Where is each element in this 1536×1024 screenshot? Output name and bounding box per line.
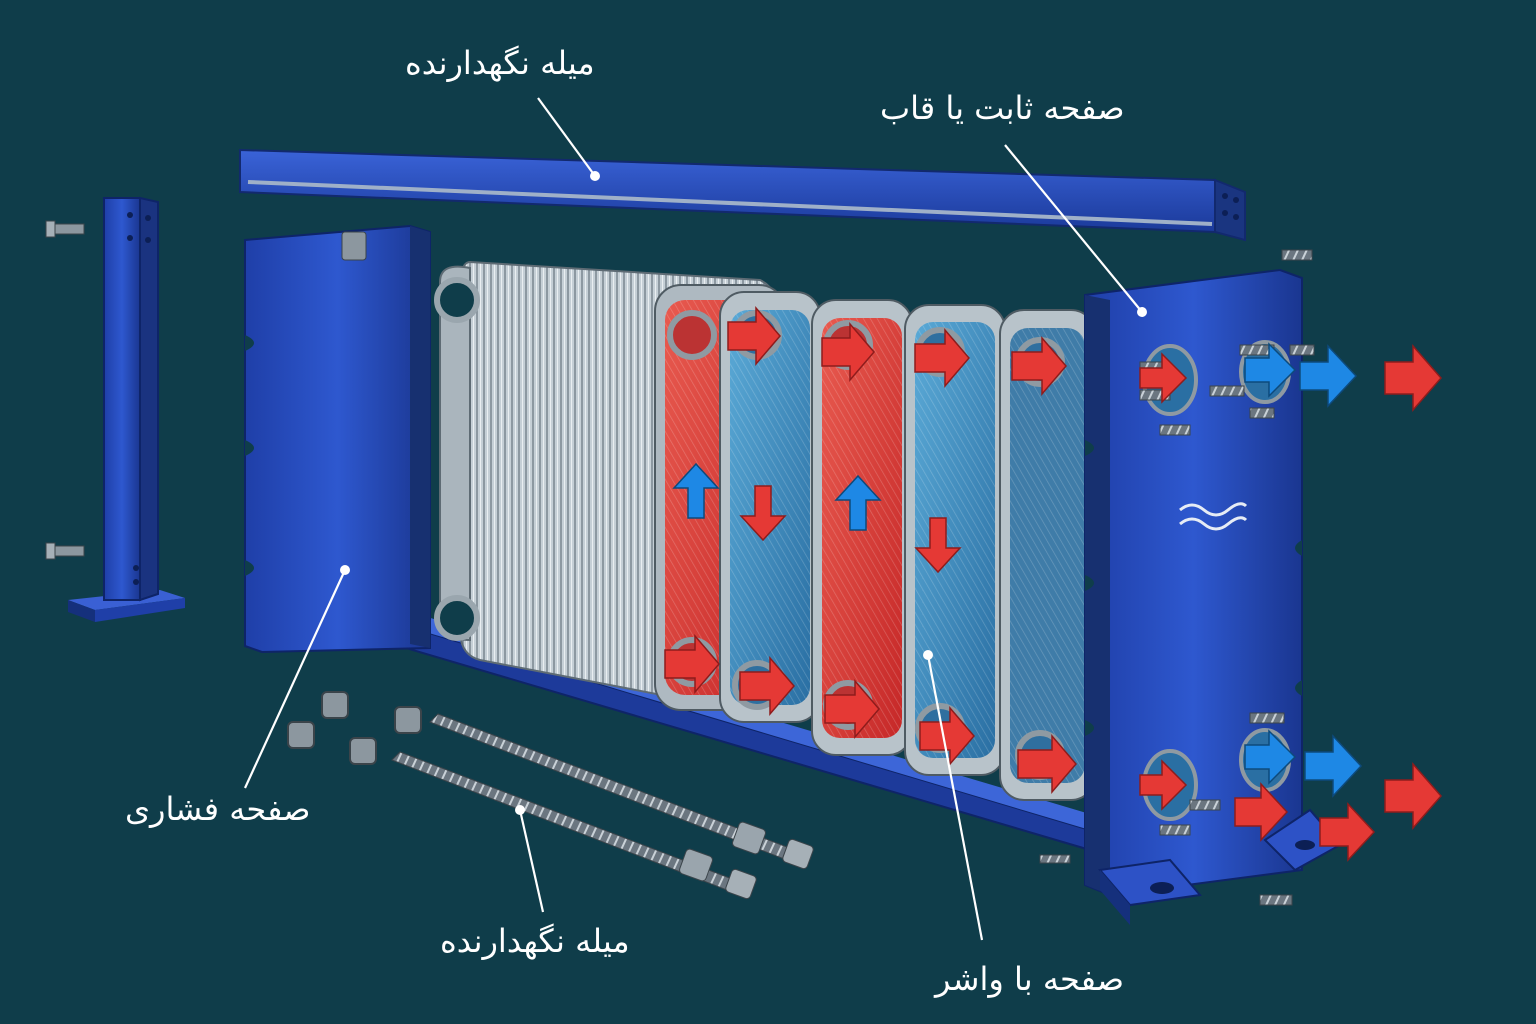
label-tightening-rod: میله نگهدارنده <box>440 922 630 960</box>
leader-dots <box>340 171 1147 815</box>
bolt-icon <box>45 542 85 560</box>
top-carrying-bar <box>239 148 1246 242</box>
cold-flow-arrows <box>672 342 1363 798</box>
gasketed-plate-4 <box>904 304 1006 776</box>
nuts <box>287 691 422 765</box>
label-fixed-frame-plate: صفحه ثابت یا قاب <box>880 89 1125 127</box>
gasketed-plate-5 <box>999 309 1096 801</box>
wave-logo-icon <box>1179 502 1248 531</box>
label-pressure-plate: صفحه فشاری <box>125 790 311 828</box>
pressure-plate <box>244 224 431 654</box>
hot-flow-arrows <box>664 305 1442 862</box>
frame-bolts <box>1039 249 1315 906</box>
bolt-icon <box>45 220 85 238</box>
label-gasketed-plate: صفحه با واشر <box>935 960 1124 998</box>
label-carrying-bar: میله نگهدارنده <box>405 44 595 82</box>
leader-lines <box>244 97 1143 941</box>
tightening-rod <box>391 713 814 900</box>
support-column <box>45 196 185 622</box>
